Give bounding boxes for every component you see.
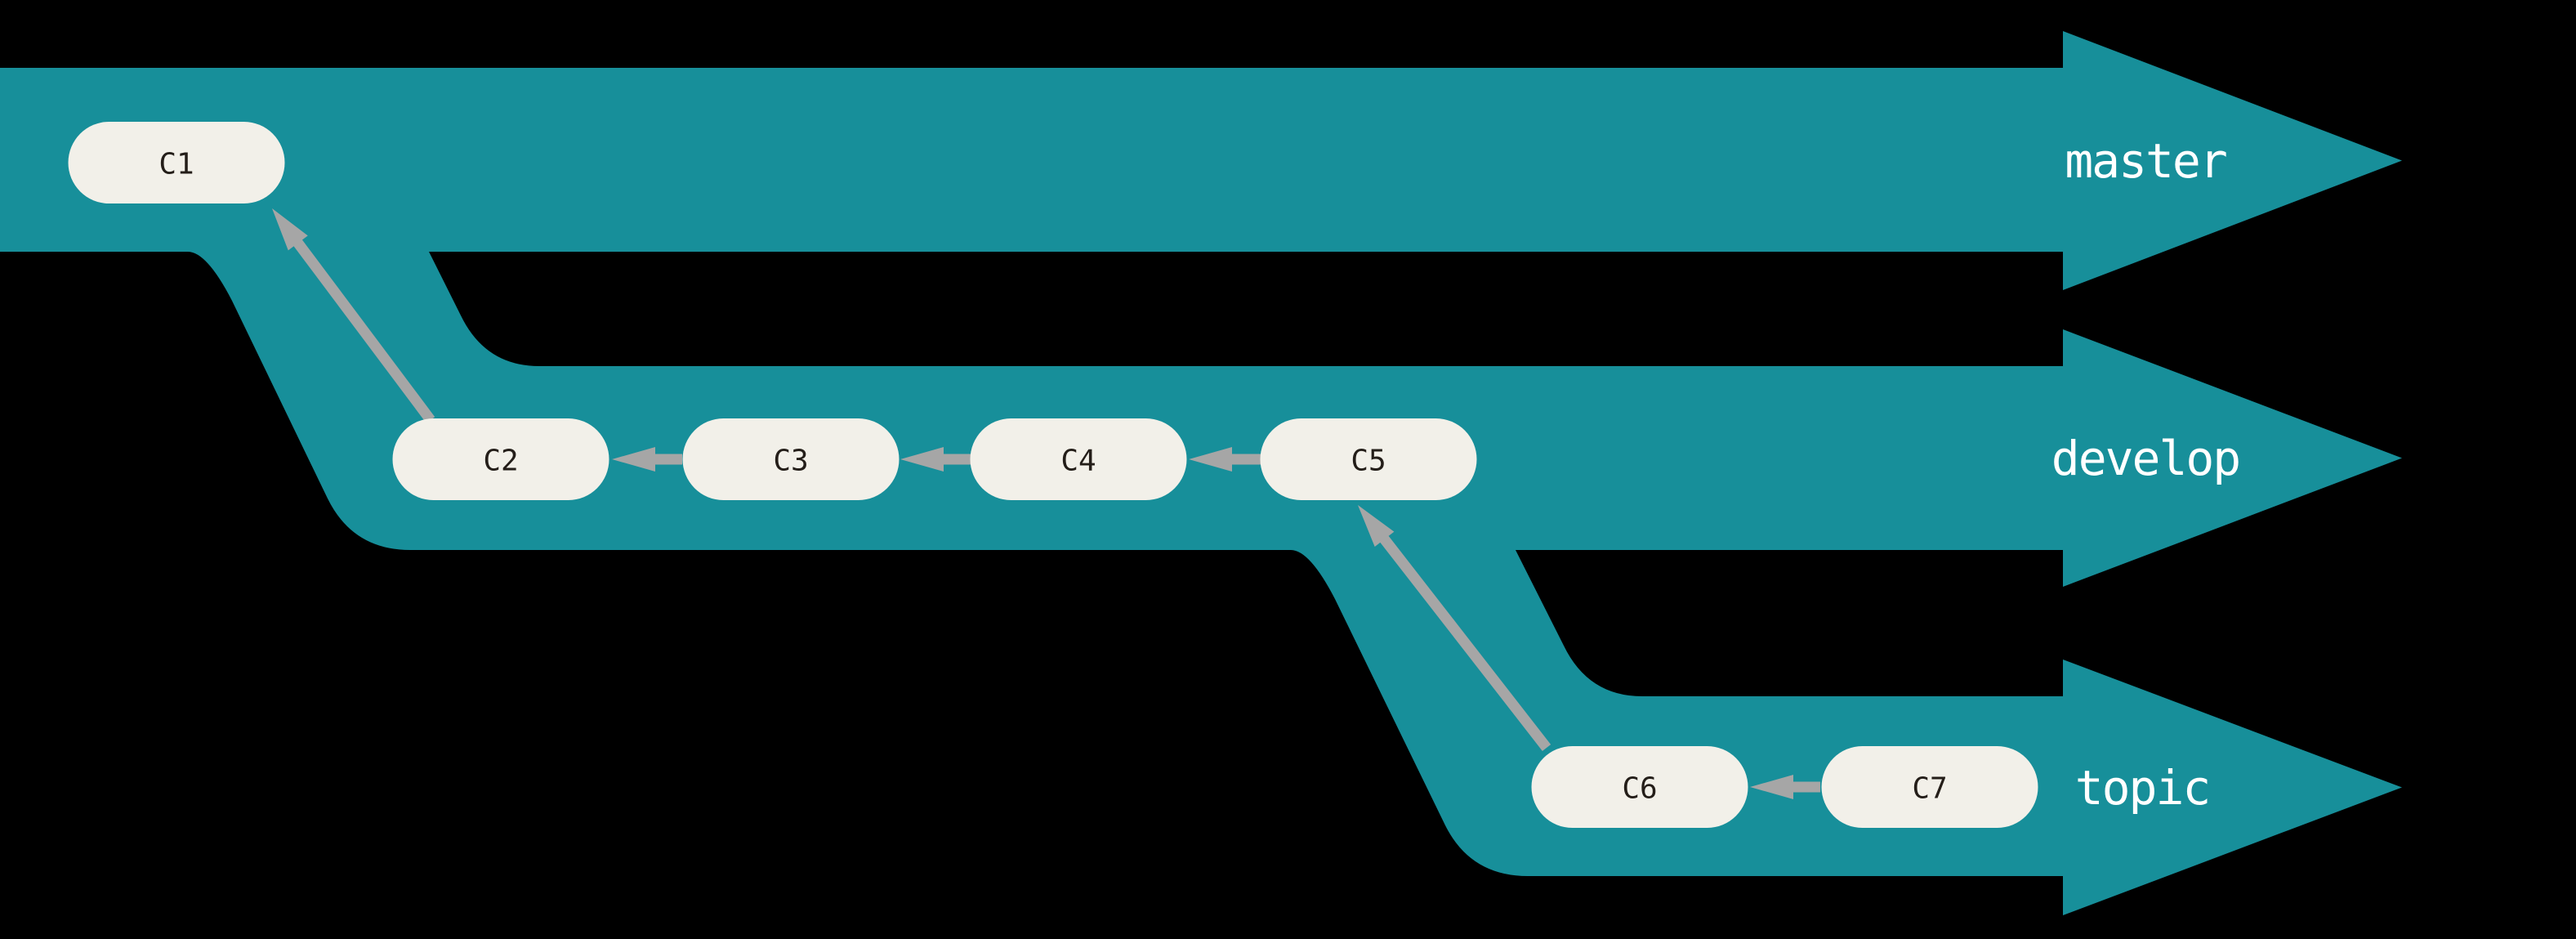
commit-node-pill xyxy=(970,418,1187,500)
commit-node-C1: C1 xyxy=(68,122,285,203)
commit-node-label: C6 xyxy=(1622,772,1657,806)
branch-label-develop: develop xyxy=(2051,431,2239,486)
parent-arrow-head-C6-C5 xyxy=(1358,505,1395,548)
branch-label-master: master xyxy=(2065,133,2226,189)
branch-label-topic: topic xyxy=(2075,760,2210,816)
commit-node-label: C2 xyxy=(483,445,518,478)
commit-node-C4: C4 xyxy=(970,418,1187,500)
parent-arrow-head-C2-C1 xyxy=(272,208,308,251)
parent-arrows xyxy=(272,208,1820,799)
branch-lanes xyxy=(0,31,2402,915)
branch-lane-topic xyxy=(1291,550,2402,915)
commit-node-pill xyxy=(68,122,285,203)
parent-arrow-shaft-C2-C1 xyxy=(290,235,435,423)
commit-node-C5: C5 xyxy=(1260,418,1477,500)
commit-node-pill xyxy=(682,418,900,500)
commit-node-pill xyxy=(1531,746,1748,828)
commit-node-label: C3 xyxy=(773,445,808,478)
branch-labels: master develop topic xyxy=(2051,133,2241,816)
commit-node-C6: C6 xyxy=(1531,746,1748,828)
parent-arrow-head-C4-C3 xyxy=(900,447,944,472)
commit-node-label: C7 xyxy=(1912,772,1947,806)
commit-node-pill xyxy=(1821,746,2038,828)
commit-node-pill xyxy=(392,418,609,500)
parent-arrow-head-C7-C6 xyxy=(1750,775,1793,799)
commit-node-C3: C3 xyxy=(682,418,900,500)
parent-arrow-shaft-C6-C5 xyxy=(1377,532,1551,751)
commit-node-pill xyxy=(1260,418,1477,500)
branch-lane-master xyxy=(0,31,2402,290)
commit-node-label: C4 xyxy=(1060,445,1096,478)
parent-arrow-head-C5-C4 xyxy=(1189,447,1232,472)
commit-node-C2: C2 xyxy=(392,418,609,500)
commit-node-label: C5 xyxy=(1351,445,1386,478)
commit-node-label: C1 xyxy=(158,148,194,181)
parent-arrow-head-C3-C2 xyxy=(612,447,655,472)
commit-node-C7: C7 xyxy=(1821,746,2038,828)
